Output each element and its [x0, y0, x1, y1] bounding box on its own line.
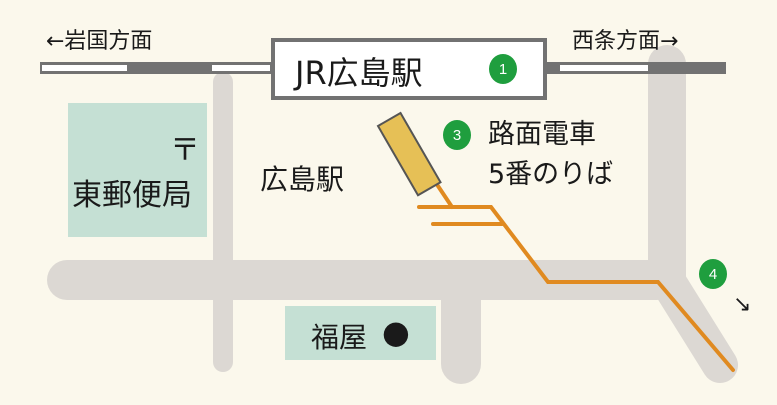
badge-4: 4 — [699, 259, 727, 289]
road-left-vertical — [213, 72, 233, 372]
fukuya-label: 福屋 — [311, 321, 368, 354]
station-area-label: 広島駅 — [260, 163, 345, 196]
exit-arrow-icon: ↘ — [733, 292, 752, 317]
tram-platform — [376, 111, 442, 197]
post-office-label: 東郵便局 — [72, 178, 192, 213]
fukuya-building — [285, 306, 436, 360]
post-office-icon: 〒 — [170, 133, 200, 168]
post-office-building — [68, 103, 207, 237]
tram-label: 路面電車 — [488, 119, 596, 150]
road-bottom-vertical — [441, 280, 481, 384]
direction-iwakuni: ←岩国方面 — [46, 29, 153, 54]
jr-hiroshima-station-box[interactable]: JR広島駅 1 — [271, 38, 547, 100]
fukuya-marker-icon: ● — [382, 313, 410, 351]
roads — [47, 45, 738, 384]
station-name: JR広島駅 — [295, 54, 423, 92]
tram-platform-label: 5番のりば — [488, 159, 614, 190]
road-main-horizontal — [47, 260, 677, 300]
road-right-vertical — [648, 45, 686, 300]
badge-1: 1 — [489, 54, 517, 84]
direction-saijo: 西条方面→ — [572, 29, 679, 54]
badge-3: 3 — [443, 120, 471, 150]
